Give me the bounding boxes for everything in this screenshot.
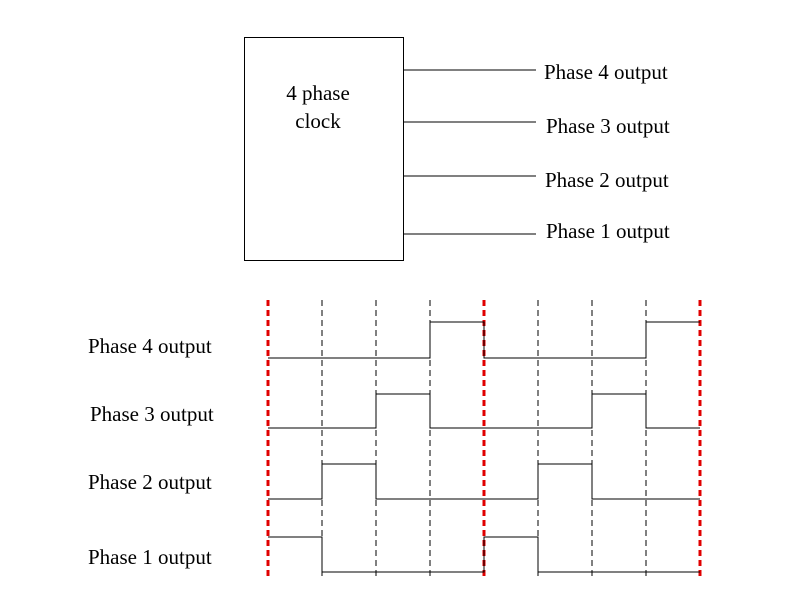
waveform-phase-3 — [268, 393, 700, 429]
wave-phase-4-label: Phase 4 output — [88, 334, 212, 358]
wave-phase-1-label: Phase 1 output — [88, 545, 212, 569]
waveform-phase-4 — [268, 321, 700, 359]
clock-block-label: 4 phase clock — [286, 81, 350, 133]
wave-phase-2-label: Phase 2 output — [88, 470, 212, 494]
phase-2-output-label: Phase 2 output — [545, 168, 669, 192]
phase-4-output-label: Phase 4 output — [544, 60, 668, 84]
waveform-phase-1 — [268, 536, 700, 573]
clock-block — [244, 37, 404, 261]
waveform-phase-2 — [268, 463, 700, 500]
wave-phase-3-label: Phase 3 output — [90, 402, 214, 426]
phase-1-output-label: Phase 1 output — [546, 219, 670, 243]
phase-3-output-label: Phase 3 output — [546, 114, 670, 138]
